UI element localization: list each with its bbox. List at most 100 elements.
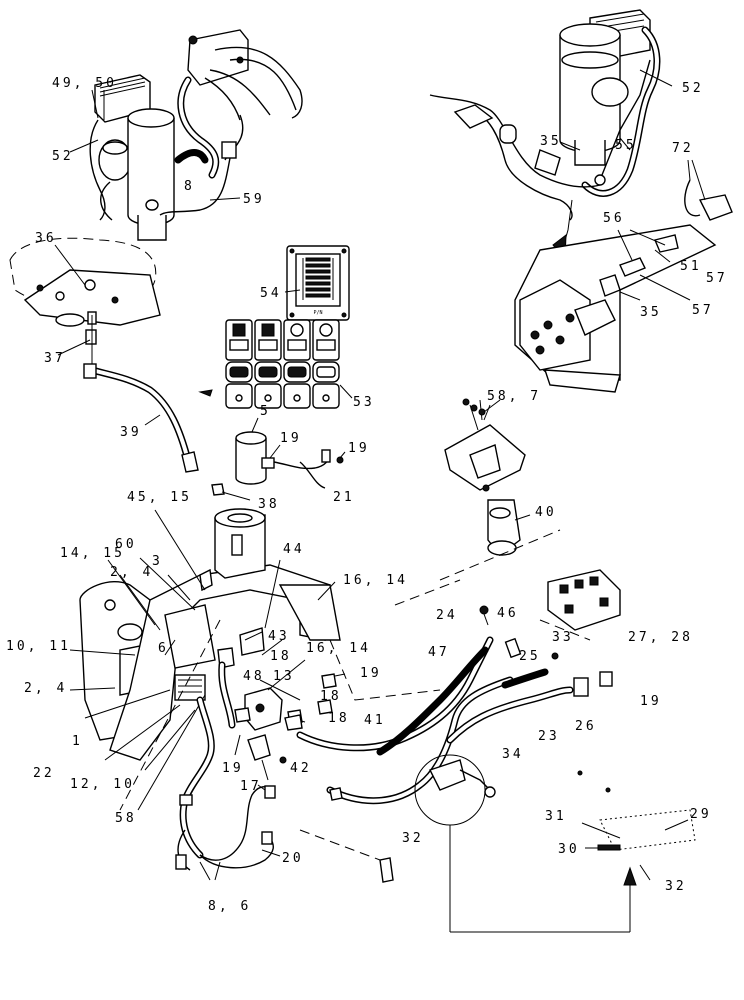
callout-label: 39 bbox=[120, 425, 142, 440]
small-motor bbox=[591, 77, 629, 107]
clamp bbox=[599, 274, 621, 297]
connector bbox=[221, 141, 237, 159]
callout-label: 55 bbox=[615, 138, 637, 153]
fuse-panel-tag: P/N bbox=[313, 310, 322, 316]
callout-label: 32 bbox=[402, 831, 424, 846]
relay bbox=[225, 319, 253, 409]
callout-label: 10, 11 bbox=[6, 639, 71, 654]
fitting bbox=[599, 671, 613, 687]
fitting bbox=[284, 714, 303, 731]
callout-label: 31 bbox=[545, 809, 567, 824]
connector bbox=[179, 794, 193, 806]
callout-label: 30 bbox=[558, 842, 580, 857]
callout-label: 16, 14 bbox=[306, 641, 371, 656]
right-mount-assembly bbox=[514, 224, 717, 393]
main-frame-assembly bbox=[69, 508, 346, 811]
callout-label: 26 bbox=[575, 719, 597, 734]
harness-cable bbox=[209, 69, 271, 116]
callout-label: 35 bbox=[640, 305, 662, 320]
callout-label: 27, 28 bbox=[628, 630, 693, 645]
callout-label: 44 bbox=[283, 542, 305, 557]
relay bbox=[254, 319, 282, 409]
callout-label: 2, 4 bbox=[24, 681, 67, 696]
callout-label: 19 bbox=[348, 441, 370, 456]
connector bbox=[264, 785, 276, 799]
coil bbox=[574, 299, 616, 336]
harness-cable bbox=[159, 157, 231, 216]
connector-plate bbox=[187, 29, 249, 86]
callout-label: 22 bbox=[33, 766, 55, 781]
mount-bracket bbox=[453, 104, 494, 129]
callout-label: 14, 15 bbox=[60, 546, 125, 561]
fitting bbox=[379, 857, 394, 883]
connector bbox=[261, 831, 273, 845]
callout-label: 41 bbox=[364, 713, 386, 728]
callout-label: 56 bbox=[603, 211, 625, 226]
valve-mount bbox=[469, 444, 501, 479]
hose-47 bbox=[376, 646, 489, 756]
switch-wire bbox=[684, 179, 701, 217]
callout-label: 45, 15 bbox=[127, 490, 192, 505]
fitting-26 bbox=[573, 677, 589, 697]
detail-plate bbox=[599, 809, 696, 851]
callout-label: 6 bbox=[158, 641, 169, 656]
detail-pin bbox=[597, 844, 621, 851]
callout-label: 17 bbox=[240, 779, 262, 794]
callout-label: 38 bbox=[258, 497, 280, 512]
callout-label: 72 bbox=[672, 141, 694, 156]
fitting bbox=[239, 627, 265, 656]
relay-row bbox=[198, 319, 353, 409]
dash-ref bbox=[119, 619, 221, 811]
callout-label: 54 bbox=[260, 286, 282, 301]
callout-label: 5 bbox=[260, 404, 271, 419]
callout-label: 16, 14 bbox=[343, 573, 408, 588]
harness-cable bbox=[469, 109, 573, 221]
callout-label: 19 bbox=[640, 694, 662, 709]
left-mid-assembly bbox=[9, 237, 199, 473]
relay bbox=[283, 319, 311, 409]
harness-cable bbox=[599, 59, 651, 181]
callout-label: 48 bbox=[243, 669, 265, 684]
callout-label: 19 bbox=[360, 666, 382, 681]
dash-ref bbox=[439, 529, 561, 581]
callout-label: 40 bbox=[535, 505, 557, 520]
harness-loom bbox=[174, 149, 209, 164]
callout-label: 58, 7 bbox=[487, 389, 541, 404]
fuse-slots bbox=[305, 257, 331, 298]
lower-harness bbox=[175, 696, 281, 881]
dash-ref bbox=[394, 579, 461, 606]
wire bbox=[273, 454, 330, 470]
fitting-24 bbox=[479, 605, 489, 615]
dash-ref bbox=[329, 639, 441, 701]
callout-label: 59 bbox=[243, 192, 265, 207]
callout-label: 25 bbox=[519, 649, 541, 664]
fitting bbox=[85, 329, 97, 345]
fitting bbox=[321, 673, 337, 689]
callout-label: 52 bbox=[52, 149, 74, 164]
callout-label: 29 bbox=[690, 807, 712, 822]
connector bbox=[175, 854, 187, 870]
solenoid bbox=[235, 438, 267, 485]
pump-body bbox=[574, 140, 606, 166]
top-right-assembly bbox=[429, 9, 673, 262]
callout-label: 18 bbox=[320, 689, 342, 704]
hose-25 bbox=[501, 668, 549, 689]
callout-label: 46 bbox=[497, 606, 519, 621]
callout-label: 1 bbox=[72, 734, 83, 749]
bracket bbox=[534, 149, 561, 176]
fuse-row bbox=[302, 258, 334, 300]
callout-label: 2, 4 bbox=[110, 565, 153, 580]
callout-label: 60 bbox=[115, 537, 137, 552]
callout-label: 12, 10 bbox=[70, 777, 135, 792]
relay bbox=[312, 319, 340, 409]
dash-ref bbox=[539, 619, 591, 641]
control-valve bbox=[547, 569, 621, 631]
small-clip bbox=[198, 389, 213, 397]
arrow-head bbox=[623, 866, 637, 886]
harness-cable bbox=[100, 181, 113, 221]
fitting bbox=[83, 363, 97, 379]
callout-label: 52 bbox=[682, 81, 704, 96]
switch-body bbox=[698, 194, 733, 221]
callout-label: 3 bbox=[152, 554, 163, 569]
